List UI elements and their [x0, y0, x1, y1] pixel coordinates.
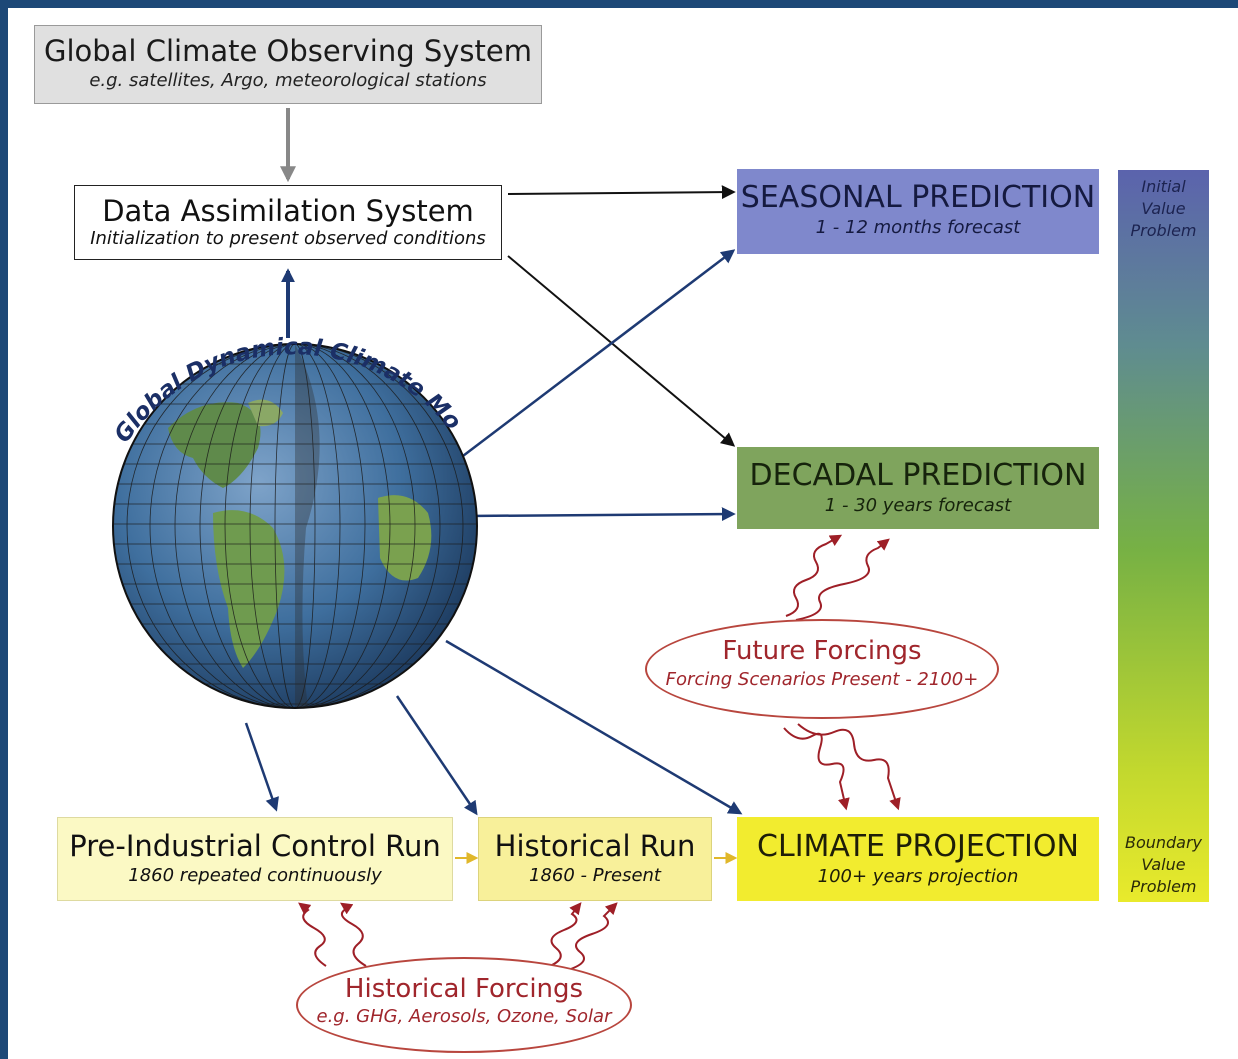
wavy-arrow-future-to-projection-1 — [783, 727, 850, 811]
observing-system-box: Global Climate Observing System e.g. sat… — [34, 25, 542, 104]
decadal-prediction-title: DECADAL PREDICTION — [749, 458, 1087, 493]
arrow-model-to-seasonal — [454, 249, 736, 463]
wavy-arrow-future-to-decadal-1 — [785, 534, 843, 617]
wavy-arrow-future-to-decadal-2 — [795, 538, 890, 621]
decadal-prediction-box: DECADAL PREDICTION 1 - 30 years forecast — [737, 447, 1099, 529]
arrow-model-to-preindustrial — [244, 722, 279, 812]
boundary-value-problem-label: Boundary Value Problem — [1124, 833, 1203, 896]
wavy-arrow-historical-forcings-to-preindustrial-2 — [340, 902, 367, 967]
wavy-arrow-historical-forcings-to-historical-run-2 — [567, 902, 618, 971]
arrow-assimilation-to-seasonal — [507, 185, 736, 200]
problem-type-scale-bar: Initial Value Problem Boundary Value Pro… — [1118, 170, 1209, 902]
future-forcings-subtitle: Forcing Scenarios Present - 2100+ — [665, 669, 979, 690]
future-forcings-ellipse: Future Forcings Forcing Scenarios Presen… — [645, 619, 999, 719]
historical-run-subtitle: 1860 - Present — [529, 865, 661, 886]
arrow-assimilation-to-decadal — [507, 255, 736, 447]
historical-forcings-ellipse: Historical Forcings e.g. GHG, Aerosols, … — [296, 957, 632, 1053]
historical-forcings-title: Historical Forcings — [344, 974, 584, 1004]
climate-projection-box: CLIMATE PROJECTION 100+ years projection — [737, 817, 1099, 901]
seasonal-prediction-subtitle: 1 - 12 months forecast — [815, 217, 1021, 238]
historical-forcings-subtitle: e.g. GHG, Aerosols, Ozone, Solar — [316, 1006, 612, 1027]
data-assimilation-box: Data Assimilation System Initialization … — [74, 185, 502, 260]
preindustrial-run-box: Pre-Industrial Control Run 1860 repeated… — [57, 817, 453, 901]
climate-projection-subtitle: 100+ years projection — [817, 866, 1019, 887]
initial-value-problem-label: Initial Value Problem — [1130, 177, 1197, 240]
historical-run-box: Historical Run 1860 - Present — [478, 817, 712, 901]
arrow-model-to-projection — [445, 639, 743, 815]
wavy-arrow-historical-forcings-to-preindustrial-1 — [298, 902, 327, 967]
connector-layer: Global Dynamical Climate Model — [8, 8, 901, 971]
climate-projection-title: CLIMATE PROJECTION — [757, 829, 1079, 864]
historical-run-title: Historical Run — [494, 829, 696, 863]
decadal-prediction-subtitle: 1 - 30 years forecast — [824, 495, 1012, 516]
wavy-arrow-future-to-projection-2 — [797, 723, 901, 811]
seasonal-prediction-title: SEASONAL PREDICTION — [740, 180, 1096, 215]
data-assimilation-title: Data Assimilation System — [102, 194, 474, 228]
preindustrial-run-subtitle: 1860 repeated continuously — [128, 865, 382, 886]
data-assimilation-subtitle: Initialization to present observed condi… — [90, 228, 486, 249]
observing-system-title: Global Climate Observing System — [43, 34, 532, 68]
future-forcings-title: Future Forcings — [722, 636, 922, 666]
arrow-model-to-decadal — [466, 507, 736, 522]
globe-icon: Global Dynamical Climate Model — [8, 8, 478, 709]
seasonal-prediction-box: SEASONAL PREDICTION 1 - 12 months foreca… — [737, 169, 1099, 254]
diagram-canvas: Global Dynamical Climate Model Global Cl… — [8, 8, 1238, 1059]
wavy-arrow-historical-forcings-to-historical-run-1 — [549, 902, 582, 967]
preindustrial-run-title: Pre-Industrial Control Run — [69, 829, 441, 863]
observing-system-subtitle: e.g. satellites, Argo, meteorological st… — [89, 70, 487, 91]
arrow-model-to-historical-run — [395, 695, 478, 816]
